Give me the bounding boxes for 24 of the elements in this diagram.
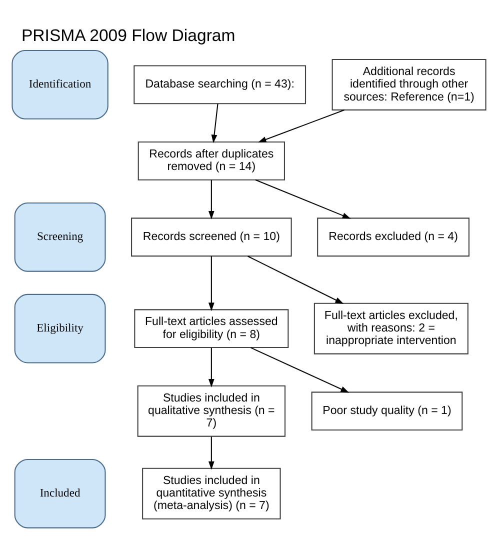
diagram-title: PRISMA 2009 Flow Diagram: [21, 25, 236, 44]
arrow: [208, 256, 214, 311]
node-box: Additional records identified through other sources: Reference (n=1): [332, 58, 486, 110]
node-box: Database searching (n = 43):: [134, 64, 306, 104]
node-box: Included: [14, 458, 106, 528]
arrow: [248, 255, 344, 304]
arrow: [255, 178, 351, 218]
arrow: [250, 346, 350, 392]
node-box: Records excluded (n = 4): [317, 217, 470, 256]
node-box: Studies included in quantitative synthesis (meta-analysis) (n = 7): [142, 467, 281, 519]
node-box: Studies included in qualitative synthesis (n = 7): [137, 384, 286, 436]
node-box: Full-text articles excluded, with reasons: 2 = inappropriate intervention: [314, 302, 468, 354]
arrow: [258, 109, 345, 142]
node-box: Poor study quality (n = 1): [311, 391, 463, 430]
arrow: [208, 347, 214, 387]
arrow: [208, 436, 214, 470]
arrow: [208, 179, 214, 219]
node-box: Records after duplicates removed (n = 14): [138, 140, 285, 180]
node-box: Eligibility: [14, 293, 106, 363]
node-box: Identification: [12, 50, 108, 119]
node-box: Records screened (n = 10): [131, 217, 292, 256]
arrow: [211, 103, 218, 143]
node-box: Screening: [14, 202, 106, 272]
node-box: Full-text articles assessed for eligibility (n = 8): [134, 308, 289, 348]
